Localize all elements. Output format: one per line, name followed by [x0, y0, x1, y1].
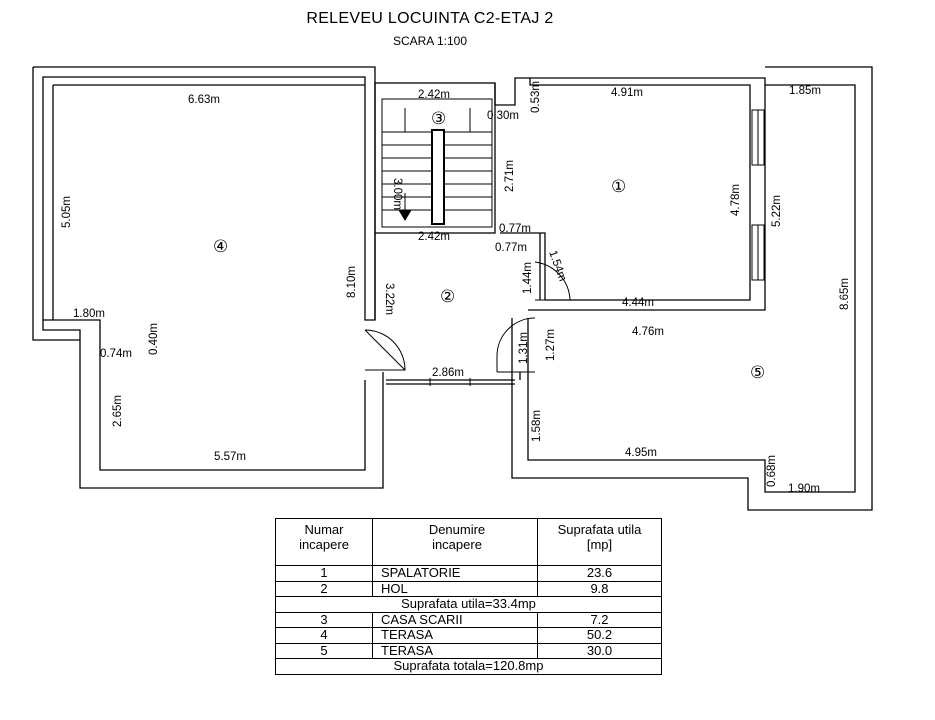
- table-total-row: Suprafata totala=120.8mp: [275, 658, 662, 675]
- rooms-table: Numar incapere Denumire incapere Suprafa…: [275, 518, 662, 675]
- dim-stair-top: 2.42m: [418, 89, 450, 101]
- table-header-area: Suprafata utila [mp]: [537, 518, 662, 566]
- dim-small-077a: 0.77m: [499, 223, 531, 235]
- row-name: HOL: [372, 580, 538, 597]
- dim-room4-lower-left: 2.65m: [112, 395, 124, 427]
- dim-stair-bottom: 2.42m: [418, 231, 450, 243]
- dim-room4-right: 8.10m: [346, 266, 358, 298]
- room4-left-frame: [32, 67, 80, 341]
- subtotal-text: Suprafata utila=33.4mp: [275, 596, 662, 613]
- dim-room1-right: 4.78m: [730, 184, 742, 216]
- drawing-title: RELEVEU LOCUINTA C2-ETAJ 2: [306, 10, 554, 27]
- hol-door-1: [534, 261, 571, 301]
- dim-small-030: 0.30m: [487, 110, 519, 122]
- table-header-row: Numar incapere Denumire incapere Suprafa…: [275, 518, 662, 566]
- stair-handrail: [431, 129, 445, 225]
- dim-room5-bottom2: 1.90m: [788, 483, 820, 495]
- dim-room4-notch-w: 1.80m: [73, 308, 105, 320]
- dim-room5-win: 5.22m: [771, 195, 783, 227]
- table-row: 4 TERASA 50.2: [275, 627, 662, 644]
- room4-door: [364, 329, 406, 371]
- dim-hol-r1: 1.44m: [522, 262, 534, 294]
- row-name: SPALATORIE: [372, 565, 538, 582]
- dim-room5-step: 0.68m: [766, 455, 778, 487]
- dim-room1-door: 1.54m: [546, 249, 568, 283]
- row-area: 30.0: [537, 642, 662, 659]
- room5-walls: [511, 66, 873, 511]
- table-row: 1 SPALATORIE 23.6: [275, 565, 662, 582]
- dim-room4-notch-h: 0.40m: [148, 323, 160, 355]
- dim-room5-top: 1.85m: [789, 85, 821, 97]
- row-name: CASA SCARII: [372, 611, 538, 628]
- stair-arrow-icon: [398, 193, 412, 221]
- row-nr: 4: [275, 627, 373, 644]
- dim-stair-right: 2.71m: [504, 160, 516, 192]
- room4-inner-wall: [43, 84, 366, 471]
- dim-room4-bottom: 5.57m: [214, 451, 246, 463]
- dim-room1-bottom: 4.44m: [622, 297, 654, 309]
- row-nr: 2: [275, 580, 373, 597]
- table-row: 2 HOL 9.8: [275, 580, 662, 597]
- row-name: TERASA: [372, 642, 538, 659]
- room-number-2: ②: [440, 287, 455, 307]
- hol-floor-line: [386, 379, 515, 385]
- table-row: 5 TERASA 30.0: [275, 642, 662, 659]
- dim-room4-left: 5.05m: [61, 196, 73, 228]
- dim-room5-right: 8.65m: [839, 278, 851, 310]
- dim-hol-bottom: 2.86m: [432, 367, 464, 379]
- table-header-nr: Numar incapere: [275, 518, 373, 566]
- dim-room4-top: 6.63m: [188, 94, 220, 106]
- dim-stair-left: 3.00m: [391, 178, 403, 210]
- row-area: 9.8: [537, 580, 662, 597]
- dim-room5-left2: 1.58m: [531, 410, 543, 442]
- row-nr: 5: [275, 642, 373, 659]
- total-text: Suprafata totala=120.8mp: [275, 658, 662, 675]
- dim-room5-top2: 4.76m: [632, 326, 664, 338]
- hol-walls: [374, 232, 546, 380]
- stair-inner: [381, 98, 493, 228]
- stair-enclosure: [374, 82, 496, 234]
- row-area: 7.2: [537, 611, 662, 628]
- room-number-1: ①: [611, 177, 626, 197]
- room1-walls: [494, 77, 766, 311]
- row-nr: 3: [275, 611, 373, 628]
- dim-room5-left1: 1.27m: [545, 329, 557, 361]
- room-number-5: ⑤: [750, 363, 765, 383]
- dim-room1-top: 4.91m: [611, 87, 643, 99]
- room4-outer-wall: [33, 66, 384, 489]
- table-subtotal-row: Suprafata utila=33.4mp: [275, 596, 662, 613]
- row-nr: 1: [275, 565, 373, 582]
- dim-room4-notch-b: 0.74m: [100, 348, 132, 360]
- row-area: 50.2: [537, 627, 662, 644]
- hol-window-marks: [429, 378, 471, 386]
- table-header-name: Denumire incapere: [372, 518, 538, 566]
- dim-hol-left: 3.22m: [383, 283, 395, 315]
- row-name: TERASA: [372, 627, 538, 644]
- dim-small-053: 0.53m: [530, 81, 542, 113]
- floor-plan: ① ② ③ ④ ⑤ 6.63m 5.05m 8.10m 1.80m 0.40m …: [32, 66, 873, 511]
- dim-hol-r2: 1.31m: [518, 332, 530, 364]
- row-area: 23.6: [537, 565, 662, 582]
- room-number-3: ③: [431, 109, 446, 129]
- dimension-labels: 6.63m 5.05m 8.10m 1.80m 0.40m 0.74m 2.65…: [61, 81, 851, 495]
- drawing-scale: SCARA 1:100: [392, 34, 468, 48]
- table-row: 3 CASA SCARII 7.2: [275, 611, 662, 628]
- room1-window: [751, 109, 765, 281]
- dim-room5-bottom: 4.95m: [625, 447, 657, 459]
- room-number-4: ④: [213, 237, 228, 257]
- dim-small-077b: 0.77m: [495, 242, 527, 254]
